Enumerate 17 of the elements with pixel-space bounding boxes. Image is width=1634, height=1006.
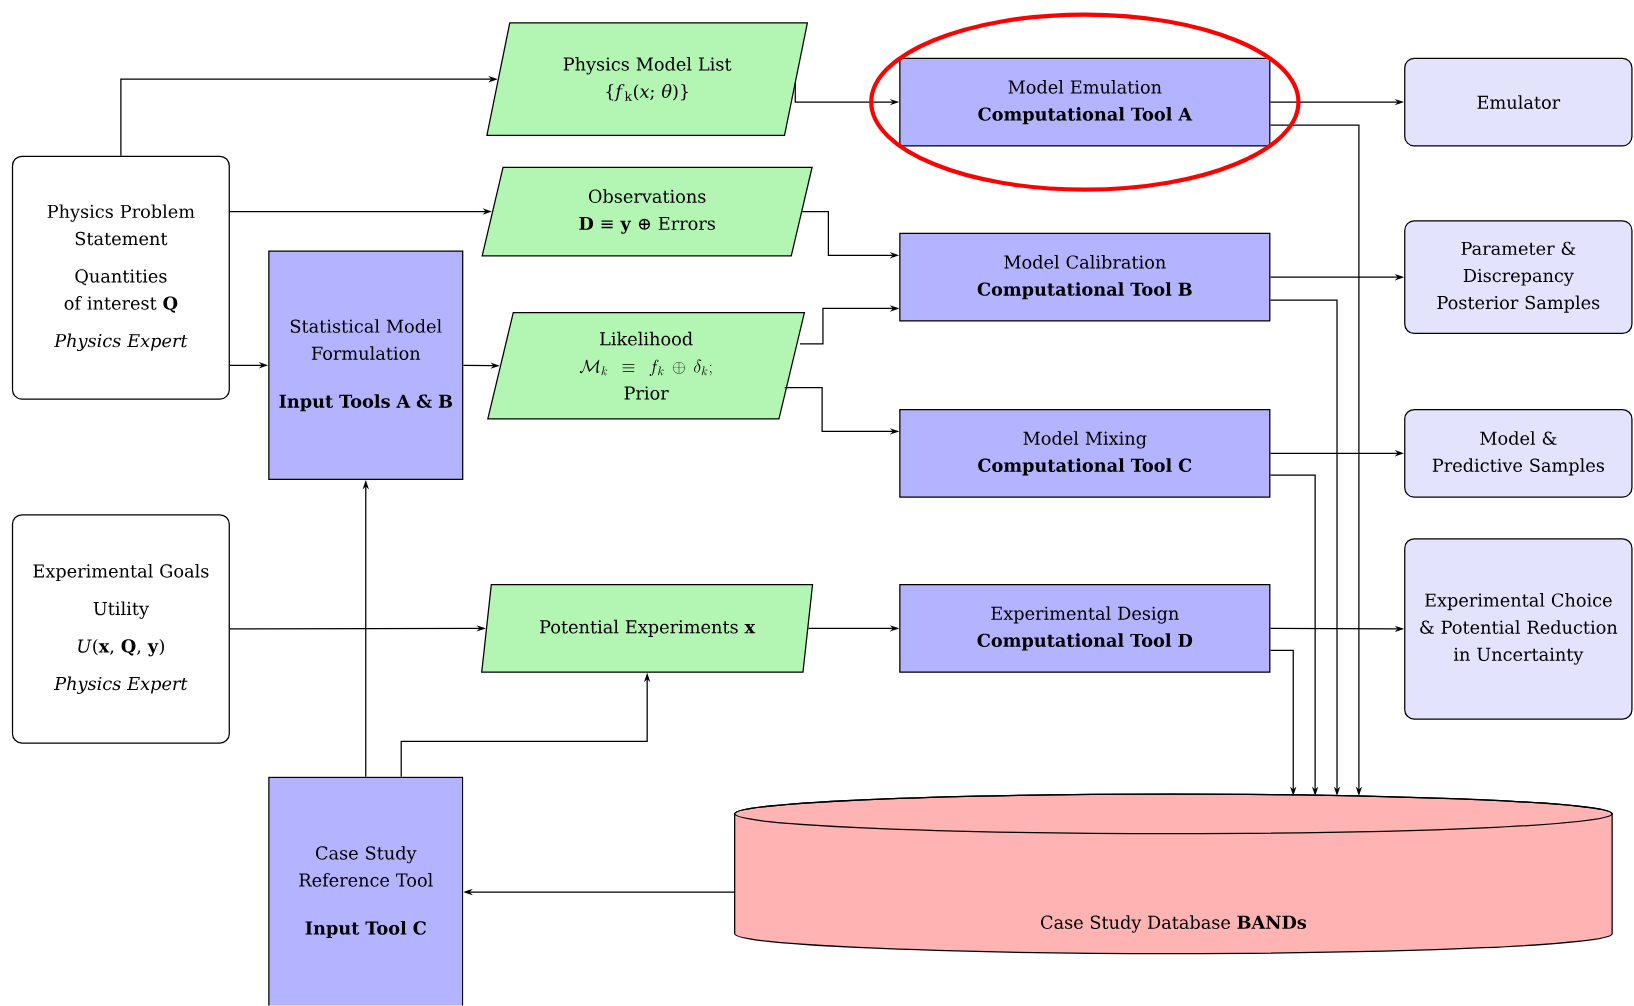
- rounded-box: Emulator: [1404, 57, 1633, 147]
- tool-box: Experimental Design Computational Tool D: [899, 584, 1271, 673]
- tool-box: Model Emulation Computational Tool A: [899, 57, 1271, 147]
- tool-box: Model Mixing Computational Tool C: [899, 409, 1271, 498]
- data-parallelogram: Observations D ≡ y ⊕ Errors: [481, 166, 813, 257]
- data-parallelogram: Potential Experiments x: [481, 584, 814, 673]
- database-cylinder: Case Study Database BANDs: [734, 793, 1613, 955]
- rounded-box: Parameter & Discrepancy Posterior Samples: [1404, 220, 1633, 335]
- tool-box: Model Calibration Computational Tool B: [899, 233, 1271, 322]
- rounded-box: Experimental Choice & Potential Reduction in Uncertainty: [1404, 538, 1633, 720]
- rounded-box: Physics Problem Statement Quantities of interest Q Physics Expert: [11, 155, 230, 400]
- rounded-box: Model & Predictive Samples: [1404, 409, 1633, 498]
- tool-box: Statistical Model Formulation Input Tools A & B: [268, 250, 464, 481]
- tool-box: Case Study Reference Tool Input Tool C: [268, 776, 464, 1006]
- data-parallelogram: Physics Model List {f$_{k}$(x; θ)}: [486, 22, 809, 137]
- data-parallelogram: Likelihood $\mathcal{M}_k \equiv f_k \oplus \delta_k;$ Prior: [487, 312, 806, 420]
- rounded-box: Experimental Goals Utility U(x, Q, y) Physics Expert: [11, 514, 230, 744]
